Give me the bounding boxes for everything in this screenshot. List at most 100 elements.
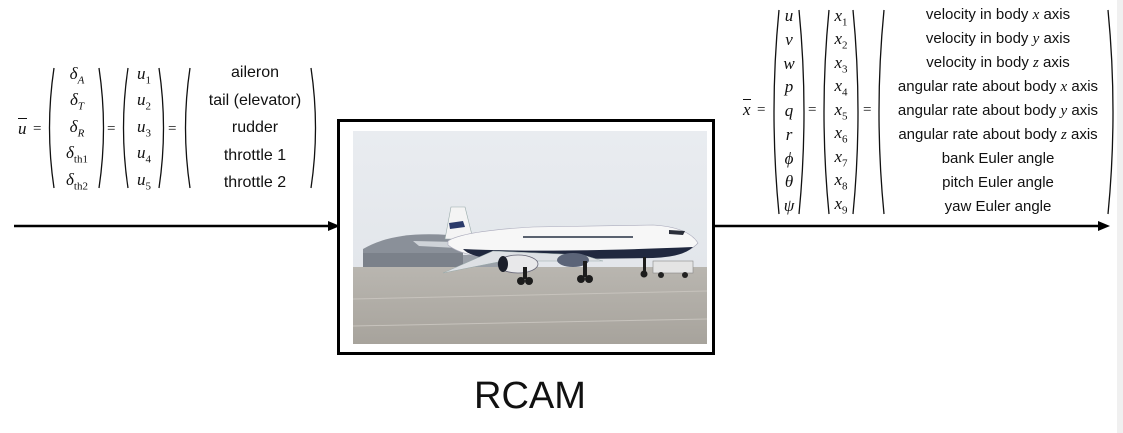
state-component: x1 <box>829 6 853 28</box>
input-subscript: 2 <box>145 100 152 113</box>
state-description: angular rate about body y axis <box>884 102 1112 120</box>
description-suffix: axis <box>1066 126 1098 143</box>
control-subscript-text: th2 <box>73 179 88 192</box>
state-symbol: p <box>784 77 794 97</box>
input-component: u4 <box>128 143 160 165</box>
left-paren <box>48 67 55 189</box>
axis-letter: y <box>1032 31 1040 47</box>
input-subscript: 1 <box>145 74 152 87</box>
input-vector-symbol: u <box>18 118 27 138</box>
description-prefix: angular rate about body <box>898 126 1061 143</box>
input-component: u3 <box>128 117 160 139</box>
control-subscript: th2 <box>74 180 88 192</box>
control-subscript: th1 <box>74 154 88 166</box>
description-prefix: velocity in body <box>925 30 1033 47</box>
output-vector-symbol: x <box>743 99 751 119</box>
left-paren <box>878 9 885 215</box>
system-label: RCAM <box>474 375 586 417</box>
input-component: u5 <box>128 170 160 192</box>
state-component: x2 <box>829 29 853 51</box>
delta-letter: δ <box>66 143 74 163</box>
control-subscript-text: A <box>77 74 85 87</box>
equals-sign: = <box>757 102 766 118</box>
left-paren <box>823 9 830 215</box>
description-prefix: velocity in body <box>925 6 1033 23</box>
state-subscript: 5 <box>842 110 848 123</box>
x-letter: x <box>834 76 843 96</box>
state-subscript: 7 <box>842 157 848 170</box>
control-symbol: δth1 <box>54 143 100 165</box>
control-subscript-text: th1 <box>73 153 88 166</box>
state-subscript: 6 <box>842 133 848 146</box>
x-letter: x <box>834 29 843 49</box>
control-subscript-text: T <box>77 100 85 113</box>
description-suffix: axis <box>1038 54 1070 71</box>
state-component: x7 <box>829 147 853 169</box>
axis-letter: z <box>1033 55 1039 71</box>
control-subscript: A <box>78 74 85 86</box>
description-prefix: velocity in body <box>926 54 1034 71</box>
state-description: angular rate about body z axis <box>884 126 1112 144</box>
x-letter: x <box>834 146 843 166</box>
input-subscript: 4 <box>145 153 152 166</box>
equals-sign: = <box>33 121 42 137</box>
scrollbar[interactable] <box>1117 0 1123 433</box>
state-subscript: 1 <box>842 16 848 29</box>
state-subscript: 3 <box>842 63 848 76</box>
control-name: rudder <box>231 119 279 136</box>
state-subscript: 8 <box>842 180 848 193</box>
control-name: throttle 1 <box>223 146 287 164</box>
airplane-photo <box>353 131 707 344</box>
state-symbol: u <box>784 6 794 25</box>
state-symbol: w <box>783 53 795 73</box>
control-symbol: δR <box>54 117 100 139</box>
input-component: u1 <box>128 64 160 86</box>
right-paren <box>798 9 805 215</box>
control-name: aileron <box>230 64 280 81</box>
control-symbol: δth2 <box>54 170 100 192</box>
description-suffix: axis <box>1039 30 1071 47</box>
state-symbol: v <box>785 29 793 49</box>
state-description: pitch Euler angle <box>884 174 1112 192</box>
state-description: velocity in body x axis <box>884 6 1112 24</box>
description-suffix: axis <box>1067 102 1099 119</box>
control-symbol: δT <box>54 90 100 112</box>
right-paren <box>310 67 317 189</box>
state-description: velocity in body y axis <box>884 30 1112 48</box>
state-symbol: ϕ <box>784 148 794 168</box>
state-component: x5 <box>829 100 853 122</box>
state-component: x4 <box>829 76 853 98</box>
state-component: x3 <box>829 53 853 75</box>
u-letter: u <box>137 143 146 163</box>
control-name: throttle 2 <box>223 174 287 191</box>
state-symbol: θ <box>784 172 794 192</box>
equals-sign: = <box>168 121 177 137</box>
control-symbol: δA <box>54 64 100 86</box>
left-paren <box>184 67 191 189</box>
x-letter: x <box>834 170 843 190</box>
axis-letter: x <box>1060 79 1068 95</box>
left-paren <box>122 67 129 189</box>
axis-letter: y <box>1060 103 1068 119</box>
input-component: u2 <box>128 90 160 112</box>
control-name: tail (elevator) <box>208 91 302 109</box>
state-symbol: ψ <box>783 196 795 215</box>
right-paren <box>158 67 165 189</box>
description-prefix: angular rate about body <box>897 102 1061 119</box>
state-symbol: q <box>784 101 794 120</box>
state-subscript: 2 <box>842 39 848 52</box>
description-prefix: yaw Euler angle <box>944 198 1052 215</box>
equals-sign: = <box>863 102 872 118</box>
x-letter: x <box>834 193 843 213</box>
x-letter: x <box>834 123 843 143</box>
equals-sign: = <box>107 121 116 137</box>
u-letter: u <box>137 169 146 189</box>
state-subscript: 4 <box>842 86 848 99</box>
state-description: velocity in body z axis <box>884 54 1112 72</box>
state-description: angular rate about body x axis <box>884 78 1112 96</box>
description-suffix: axis <box>1067 78 1099 95</box>
